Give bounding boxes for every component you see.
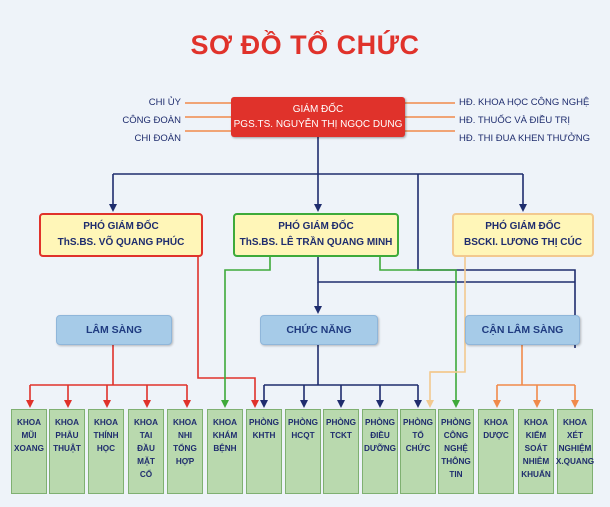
unit-1-line-2: MŨI [21,431,37,440]
unit-5-line-1: KHOA [172,418,198,427]
right-link-list: HĐ. KHOA HỌC CÔNG NGHỆ HĐ. THUỐC VÀ ĐIỀU… [459,94,609,148]
unit-3-line-1: KHOA [93,418,119,427]
director-name: PGS.TS. NGUYỄN THỊ NGỌC DUNG [233,119,403,130]
unit-2-line-1: KHOA [54,418,80,427]
group-functional: CHỨC NĂNG [260,315,378,345]
unit-5-line-3: TỔNG [173,444,197,453]
page-title: SƠ ĐỒ TỔ CHỨC [190,30,420,60]
unit-10-line-2: ĐIỀU [370,431,390,440]
unit-box-1: KHOA MŨI XOANG [11,409,47,494]
connector-35 [221,257,271,408]
unit-box-13: KHOA DƯỢC [478,409,514,494]
unit-7-line-2: KHTH [252,431,276,440]
unit-1-line-1: KHOA [16,418,42,427]
left-link-cong-doan: CÔNG ĐOÀN [122,115,181,126]
unit-box-12: PHÒNG CÔNG NGHỆ THÔNG TIN [438,409,474,494]
unit-box-2: KHOA PHẪU THUẬT [49,409,85,494]
group-paraclinical: CẬN LÂM SÀNG [465,315,580,345]
deputy-2-name: ThS.BS. LÊ TRẦN QUANG MINH [239,237,393,248]
unit-box-11: PHÒNG TỔ CHỨC [400,409,436,494]
unit-12-line-1: PHÒNG [440,418,472,427]
unit-box-9: PHÒNG TCKT [323,409,359,494]
unit-2-line-3: THUẬT [53,444,81,453]
unit-15-line-2: XÉT [567,431,583,440]
unit-2-line-2: PHẪU [55,431,79,440]
unit-4-line-5: CỔ [139,470,153,479]
unit-13-line-1: KHOA [483,418,509,427]
connector-37 [426,257,466,408]
unit-4-line-1: KHOA [133,418,159,427]
unit-15-line-4: X.QUANG [555,457,595,466]
group-clinical: LÂM SÀNG [56,315,172,345]
unit-box-6: KHOA KHÁM BỆNH [207,409,243,494]
unit-3-line-2: THÍNH [93,431,119,440]
unit-14-line-4: NHIỄM [522,457,550,466]
unit-10-line-3: DƯỠNG [364,444,396,453]
deputy-1-role: PHÓ GIÁM ĐỐC [83,221,159,232]
deputy-1-name: ThS.BS. VÕ QUANG PHÚC [57,237,185,248]
unit-14-line-1: KHOA [523,418,549,427]
unit-14-line-3: SOÁT [524,444,548,453]
connector-36 [379,257,460,408]
unit-12-line-4: THÔNG [441,457,471,466]
unit-12-line-3: NGHỆ [444,444,468,453]
unit-6-line-3: BỆNH [213,444,237,453]
unit-5-line-4: HỢP [175,457,195,466]
unit-8-line-2: HCQT [291,431,315,440]
unit-7-line-1: PHÒNG [248,418,280,427]
unit-3-line-3: HỌC [96,444,116,453]
unit-box-10: PHÒNG ĐIỀU DƯỠNG [362,409,398,494]
unit-14-line-2: KIỂM [525,431,547,440]
unit-box-7: PHÒNG KHTH [246,409,282,494]
unit-11-line-2: TỔ [412,431,424,440]
connector-12 [417,174,576,348]
director-box: GIÁM ĐỐC PGS.TS. NGUYỄN THỊ NGỌC DUNG [231,97,405,137]
director-role: GIÁM ĐỐC [292,104,344,115]
unit-6-line-2: KHÁM [212,431,238,440]
unit-5-line-2: NHI [177,431,193,440]
unit-9-line-1: PHÒNG [325,418,357,427]
unit-4-line-4: MẶT [137,457,155,466]
unit-9-line-2: TCKT [330,431,352,440]
unit-11-line-3: CHỨC [405,444,431,453]
unit-6-line-1: KHOA [212,418,238,427]
right-link-drug-council: HĐ. THUỐC VÀ ĐIỀU TRỊ [459,115,571,126]
unit-8-line-1: PHÒNG [287,418,319,427]
deputy-box-1: PHÓ GIÁM ĐỐC ThS.BS. VÕ QUANG PHÚC [39,213,203,257]
unit-10-line-1: PHÒNG [364,418,396,427]
right-link-science-council: HĐ. KHOA HỌC CÔNG NGHỆ [459,97,590,108]
unit-12-line-5: TIN [449,470,463,479]
unit-1-line-3: XOANG [13,444,45,453]
deputy-2-role: PHÓ GIÁM ĐỐC [278,221,354,232]
unit-4-line-3: ĐẦU [137,444,155,453]
unit-box-15: KHOA XÉT NGHIỆM X.QUANG [555,409,595,494]
left-link-chi-doan: CHI ĐOÀN [134,133,181,144]
unit-11-line-1: PHÒNG [402,418,434,427]
unit-box-3: KHOA THÍNH HỌC [88,409,124,494]
connector-34 [197,257,259,408]
unit-4-line-2: TAI [139,431,153,440]
deputy-3-name: BSCKI. LƯƠNG THỊ CÚC [464,237,582,248]
right-link-emulation-council: HĐ. THI ĐUA KHEN THƯỞNG [459,133,590,144]
unit-15-line-3: NGHIỆM [558,444,592,453]
unit-box-4: KHOA TAI ĐẦU MẶT CỔ [128,409,164,494]
unit-box-5: KHOA NHI TỔNG HỢP [167,409,203,494]
left-link-list: CHI ỦY CÔNG ĐOÀN CHI ĐOÀN [80,94,181,148]
unit-14-line-5: KHUẨN [521,470,551,479]
deputy-box-2: PHÓ GIÁM ĐỐC ThS.BS. LÊ TRẦN QUANG MINH [233,213,399,257]
unit-13-line-2: DƯỢC [483,431,509,440]
unit-box-14: KHOA KIỂM SOÁT NHIỄM KHUẨN [518,409,554,494]
unit-12-line-2: CÔNG [443,431,469,440]
unit-box-8: PHÒNG HCQT [285,409,321,494]
deputy-box-3: PHÓ GIÁM ĐỐC BSCKI. LƯƠNG THỊ CÚC [452,213,594,257]
unit-15-line-1: KHOA [562,418,588,427]
left-link-chi-uy: CHI ỦY [148,97,181,108]
deputy-3-role: PHÓ GIÁM ĐỐC [485,221,561,232]
